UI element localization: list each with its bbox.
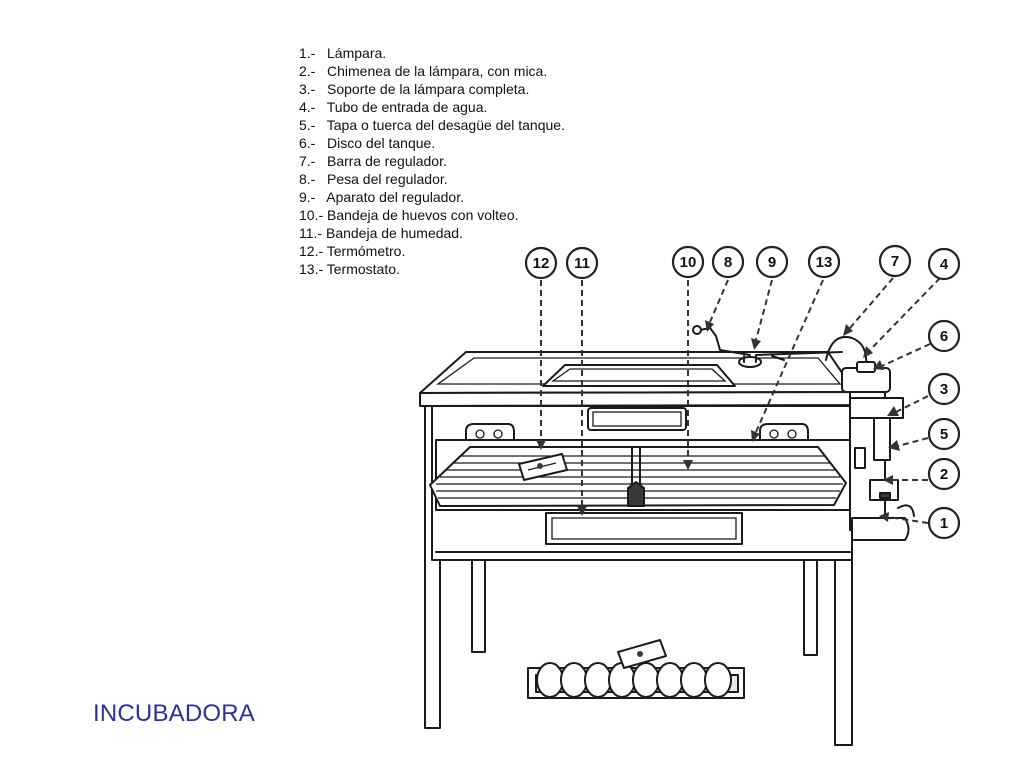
callout-13: 13 [807, 245, 841, 279]
legend-item-4: 4.- Tubo de entrada de agua. [299, 99, 488, 115]
leader-8 [709, 279, 729, 323]
legend-item-12: 12.- Termómetro. [299, 243, 406, 259]
svg-text:8: 8 [724, 254, 732, 271]
leader-7 [849, 277, 894, 329]
legend-item-2: 2.- Chimenea de la lámpara, con mica. [299, 63, 548, 79]
callout-7: 7 [878, 244, 912, 278]
callout-12: 12 [524, 246, 558, 280]
leader-4 [869, 277, 941, 351]
callout-6: 6 [927, 319, 961, 353]
incubator-drawing [419, 325, 915, 746]
tank-lamp-assembly [825, 336, 915, 541]
page-title: INCUBADORA [93, 700, 256, 727]
incubator-lid [419, 351, 856, 407]
legend-item-10: 10.- Bandeja de huevos con volteo. [299, 207, 519, 223]
leader-5 [897, 437, 929, 447]
svg-text:11: 11 [574, 255, 590, 272]
thermometer-drawing [518, 453, 568, 481]
legend-item-13: 13.- Termostato. [299, 261, 400, 277]
callout-2: 2 [927, 457, 961, 491]
svg-text:10: 10 [680, 254, 697, 271]
legend-item-3: 3.- Soporte de la lámpara completa. [299, 81, 530, 97]
legend-item-6: 6.- Disco del tanque. [299, 135, 436, 151]
svg-text:3: 3 [940, 381, 948, 398]
legend-list: 1.- Lámpara. 2.- Chimenea de la lámpara,… [299, 44, 565, 278]
svg-text:2: 2 [940, 466, 948, 483]
callout-8: 8 [711, 245, 745, 279]
leader-1 [887, 516, 929, 524]
svg-text:5: 5 [940, 426, 948, 443]
svg-text:9: 9 [768, 254, 776, 271]
leader-9 [755, 279, 773, 341]
legend-item-7: 7.- Barra de regulador. [299, 153, 447, 169]
leader-3 [895, 395, 929, 413]
svg-text:13: 13 [816, 254, 833, 271]
callout-5: 5 [927, 417, 961, 451]
svg-text:7: 7 [891, 253, 899, 270]
egg-crate-drawing [527, 639, 745, 699]
svg-text:1: 1 [940, 515, 948, 532]
legend-item-5: 5.- Tapa o tuerca del desagüe del tanque… [299, 117, 565, 133]
callout-11: 11 [565, 246, 599, 280]
callouts: 12 11 10 8 9 13 7 4 [524, 244, 961, 540]
leader-13 [755, 279, 824, 433]
legend-item-8: 8.- Pesa del regulador. [299, 171, 448, 187]
legend-item-9: 9.- Aparato del regulador. [299, 189, 464, 205]
legend-item-11: 11.- Bandeja de humedad. [299, 225, 463, 241]
incubator-body [429, 405, 853, 561]
svg-text:6: 6 [940, 328, 948, 345]
eggs [536, 662, 732, 698]
svg-text:12: 12 [533, 255, 550, 272]
leader-6 [881, 343, 931, 367]
callout-3: 3 [927, 372, 961, 406]
svg-text:4: 4 [940, 256, 949, 273]
leader-lines [536, 277, 941, 524]
callout-9: 9 [755, 245, 789, 279]
callout-4: 4 [927, 247, 961, 281]
callout-10: 10 [671, 245, 705, 279]
legend-item-1: 1.- Lámpara. [299, 45, 387, 61]
callout-1: 1 [927, 506, 961, 540]
